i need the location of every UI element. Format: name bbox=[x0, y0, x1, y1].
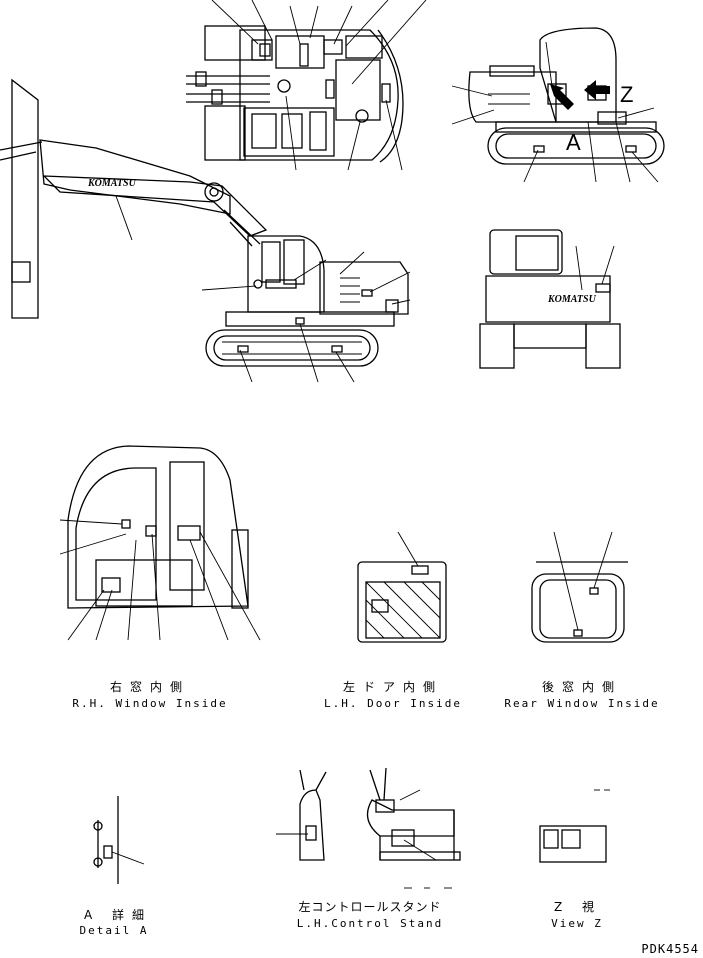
marker-a: A bbox=[566, 130, 581, 155]
rear-view-machine: KOMATSU bbox=[479, 229, 621, 369]
boom-brand-logo: KOMATSU bbox=[87, 178, 137, 189]
top-plan-view bbox=[186, 0, 427, 171]
view-z-caption-en: View Z bbox=[551, 917, 603, 930]
rh-window-inside-view bbox=[59, 445, 261, 641]
detail-a-caption-en: Detail A bbox=[79, 924, 149, 937]
detail-a-view bbox=[93, 796, 145, 884]
rh-window-caption-jp: 右窓内側 bbox=[109, 680, 191, 694]
marker-z: Z bbox=[620, 82, 633, 107]
lh-door-inside-view bbox=[357, 531, 447, 643]
rear-brand-logo: KOMATSU bbox=[547, 294, 597, 305]
drawing-code: PDK4554 bbox=[641, 942, 699, 956]
rear-window-caption-jp: 後窓内側 bbox=[541, 680, 623, 694]
detail-a-caption-jp: A 詳細 bbox=[83, 908, 153, 922]
upper-structure-side-view: A Z bbox=[451, 27, 665, 183]
view-z-panel bbox=[539, 789, 610, 863]
view-z-caption-jp: Z 視 bbox=[553, 900, 603, 914]
lh-control-stand-view bbox=[276, 767, 461, 889]
lh-door-caption-jp: 左ドア内側 bbox=[342, 680, 444, 694]
lh-door-caption-en: L.H. Door Inside bbox=[324, 697, 462, 710]
rh-window-caption-en: R.H. Window Inside bbox=[72, 697, 228, 710]
rear-window-inside-view bbox=[531, 531, 628, 643]
control-stand-caption-jp: 左コントロールスタンド bbox=[298, 900, 442, 914]
rear-window-caption-en: Rear Window Inside bbox=[504, 697, 660, 710]
side-view-excavator: KOMATSU bbox=[0, 78, 411, 383]
control-stand-caption-en: L.H.Control Stand bbox=[296, 917, 444, 930]
